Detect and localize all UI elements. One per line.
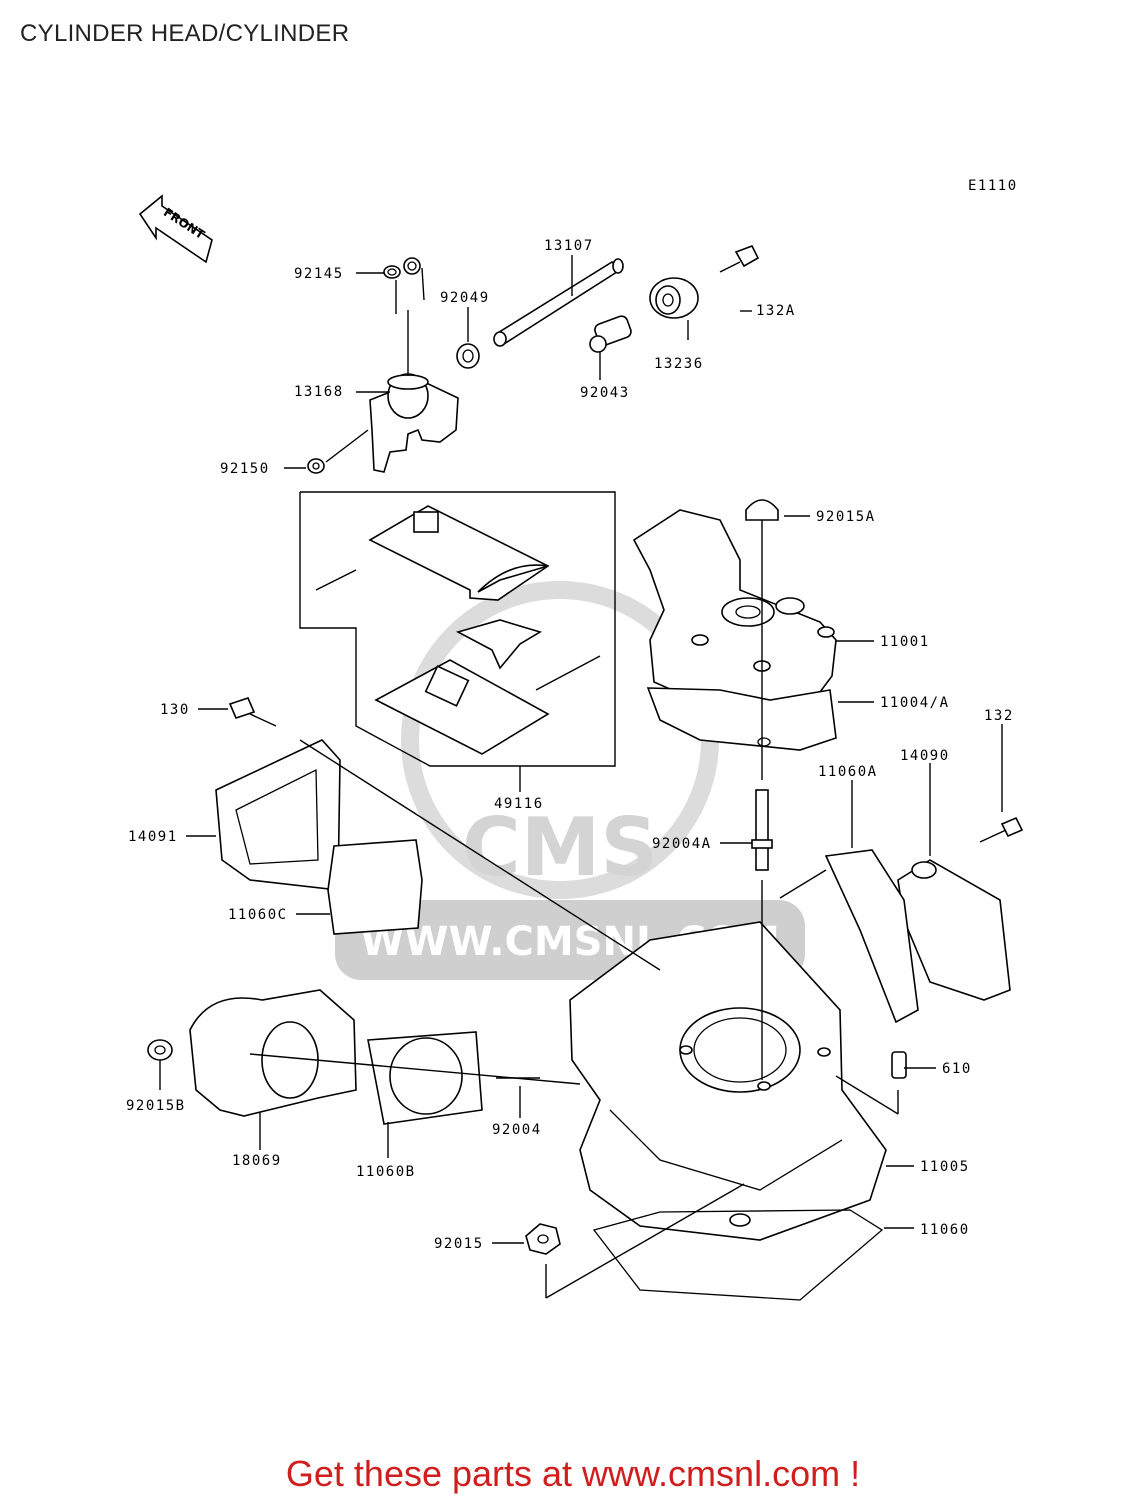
part-bolt-132 <box>979 816 1024 843</box>
label-11005: 11005 <box>920 1159 970 1175</box>
part-pin-610 <box>891 1051 907 1079</box>
part-manifold-18069 <box>189 989 357 1117</box>
label-14090: 14090 <box>900 748 950 764</box>
label-14091: 14091 <box>128 829 178 845</box>
part-shaft-13107 <box>493 258 624 347</box>
part-gear-13236 <box>649 277 699 319</box>
exploded-parts-diagram: CMS WWW.CMSNL.COM E1110 FRONT <box>126 178 1024 1301</box>
part-governor-13168 <box>369 373 459 473</box>
label-92004a: 92004A <box>652 836 712 852</box>
label-92015a: 92015A <box>816 509 876 525</box>
part-screw-92150 <box>307 458 325 474</box>
label-13168: 13168 <box>294 384 344 400</box>
label-49116: 49116 <box>494 796 544 812</box>
part-bolt-132A <box>719 244 760 273</box>
label-130: 130 <box>160 702 190 718</box>
label-11060c: 11060C <box>228 907 288 923</box>
front-arrow-icon: FRONT <box>138 194 213 264</box>
part-nut-92015 <box>525 1223 561 1255</box>
label-11004a: 11004/A <box>880 695 950 711</box>
label-13236: 13236 <box>654 356 704 372</box>
part-labels: 13107 92145 92049 132A 13236 13168 92043… <box>126 238 1014 1252</box>
label-92145: 92145 <box>294 266 344 282</box>
part-cover-14091 <box>215 739 341 891</box>
part-bolt-130 <box>228 697 277 727</box>
label-92150: 92150 <box>220 461 270 477</box>
subassembly-box-49116 <box>299 491 616 767</box>
part-nut-92015B <box>147 1039 173 1061</box>
label-13107: 13107 <box>544 238 594 254</box>
label-92004: 92004 <box>492 1122 542 1138</box>
part-collar-92043 <box>589 315 632 353</box>
page-title: CYLINDER HEAD/CYLINDER <box>20 20 350 47</box>
leader-lines <box>159 255 1003 1299</box>
label-11060a: 11060A <box>818 764 878 780</box>
label-11001: 11001 <box>880 634 930 650</box>
part-nut-92015A <box>745 499 779 521</box>
label-92043: 92043 <box>580 385 630 401</box>
part-gasket-11004A <box>646 687 837 751</box>
part-cylinder-head-11001 <box>632 509 837 705</box>
part-valve-set-49116 <box>315 505 601 755</box>
label-132a: 132A <box>756 303 796 319</box>
label-92049: 92049 <box>440 290 490 306</box>
label-18069: 18069 <box>232 1153 282 1169</box>
watermark-brand: CMS <box>462 801 658 894</box>
part-springs-92145 <box>383 257 425 314</box>
part-gasket-11060C <box>327 839 423 935</box>
diagram-code: E1110 <box>968 178 1018 194</box>
label-11060: 11060 <box>920 1222 970 1238</box>
label-132: 132 <box>984 708 1014 724</box>
part-gasket-11060B <box>367 1031 483 1125</box>
label-11060b: 11060B <box>356 1164 416 1180</box>
part-cylinder-11005 <box>569 921 887 1241</box>
label-92015: 92015 <box>434 1236 484 1252</box>
part-gasket-11060A <box>824 849 919 1024</box>
promo-link[interactable]: Get these parts at www.cmsnl.com ! <box>285 1453 861 1494</box>
label-610: 610 <box>942 1061 972 1077</box>
part-seal-92049 <box>456 343 480 369</box>
part-base-gasket-11060 <box>592 1209 884 1301</box>
part-stud-92004A <box>751 789 773 871</box>
label-92015b: 92015B <box>126 1098 186 1114</box>
